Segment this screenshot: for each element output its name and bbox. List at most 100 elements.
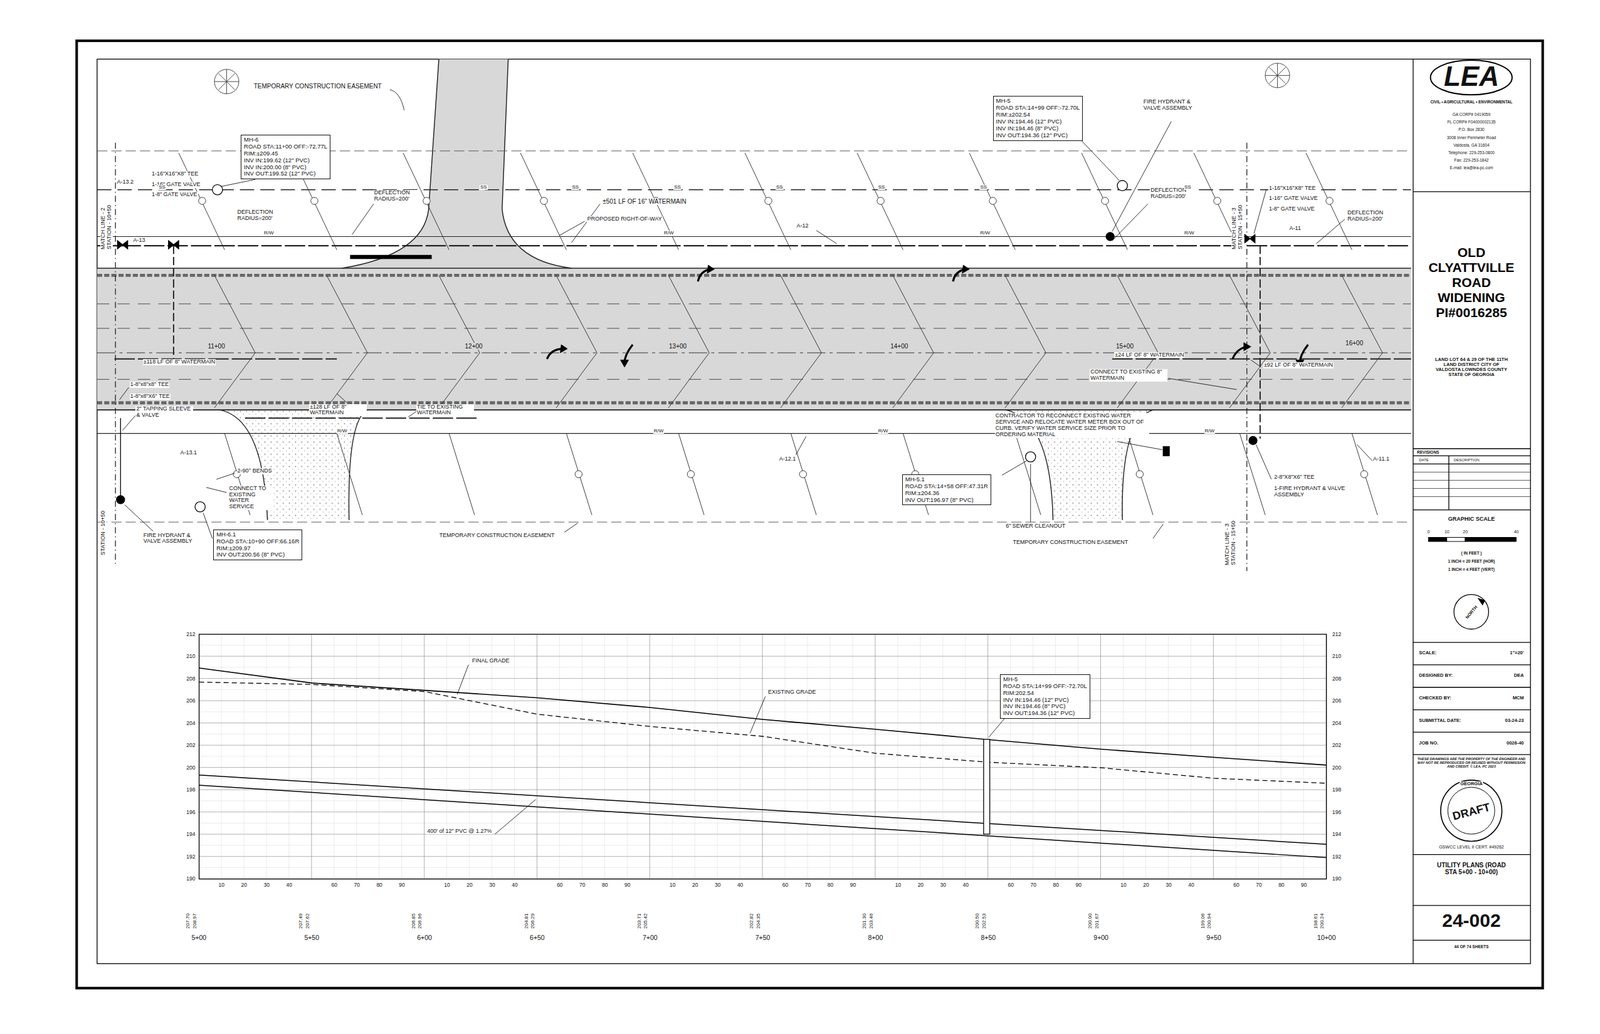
callout-text: ROAD STA:14+99 OFF:-72.70L [1003, 683, 1088, 691]
annotation-label: TIE TO EXISTING WATERMAIN [416, 404, 474, 417]
annotation-label: TEMPORARY CONSTRUCTION EASEMENT [1012, 539, 1130, 547]
annotation-label: 70 [1029, 882, 1037, 889]
scale-bar [1428, 537, 1447, 543]
utility-symbols [116, 180, 1258, 513]
road-linework [1246, 142, 1248, 572]
annotation-label: R/W [263, 230, 275, 237]
annotation-label: 194 [185, 831, 196, 838]
annotation-label: 206.29 [530, 912, 537, 930]
title-block-lines [1413, 664, 1531, 666]
annotation-label: 0026-40 [1505, 741, 1525, 747]
utility-symbols [168, 240, 179, 249]
annotation-label: 30 [488, 882, 496, 889]
annotation-label: 1-8"x8"X6" TEE [129, 393, 171, 400]
annotation-label: 207.49 [298, 912, 305, 930]
road-linework [97, 236, 1412, 237]
annotation-label: FIRE HYDRANT & VALVE ASSEMBLY [142, 532, 206, 546]
profile-lines [457, 665, 469, 695]
utility-symbols [194, 502, 206, 513]
section-lines [1213, 197, 1221, 205]
utility-symbols [1248, 436, 1258, 445]
annotation-label: 202.53 [981, 912, 988, 930]
callout-box: MH-6.1ROAD STA:10+90 OFF:66.16RRIM:±209.… [213, 529, 303, 562]
utility-symbols [1117, 180, 1128, 191]
callout-text: INV OUT:194.36 (12" PVC) [1003, 710, 1088, 718]
logo-swoosh [1430, 60, 1513, 95]
annotation-label: SCALE: [1418, 650, 1437, 656]
annotation-label: CIVIL • AGRICULTURAL • ENVIRONMENTAL [1429, 100, 1513, 105]
annotation-label: TEMPORARY CONSTRUCTION EASEMENT [253, 82, 383, 90]
annotation-label: 202 [185, 742, 196, 749]
section-lines [1326, 197, 1333, 205]
annotation-label: 200.94 [1206, 912, 1213, 930]
road-linework [97, 379, 1412, 380]
annotation-label: 60 [556, 882, 564, 889]
annotation-label: 16+00 [1344, 339, 1364, 347]
annotation-label: R/W [653, 428, 665, 435]
annotation-label: DATE [1418, 458, 1430, 463]
annotation-label: 196 [185, 810, 196, 816]
leader-lines [119, 89, 1373, 539]
utility-symbols [212, 184, 223, 195]
callout-text: RIM:±209.97 [216, 545, 300, 553]
title-block-lines [1413, 642, 1531, 643]
annotation-label: 9+00 [1092, 934, 1110, 943]
annotation-label: ( IN FEET ) [1460, 551, 1483, 556]
annotation-label: FIRE HYDRANT & VALVE ASSEMBLY [1142, 99, 1201, 112]
annotation-label: DEFLECTION RADIUS=200' [1346, 210, 1394, 223]
annotation-label: 207.70 [185, 912, 192, 930]
leader-lines [1250, 359, 1261, 367]
leader-lines [1152, 524, 1164, 539]
annotation-label: 70 [578, 882, 586, 889]
section-lines [989, 197, 997, 205]
annotation-label: R/W [877, 428, 890, 435]
annotation-label: A-12.1 [778, 456, 797, 463]
leader-lines [816, 230, 837, 244]
annotation-label: 206.96 [417, 912, 424, 930]
title-block-lines [1413, 191, 1531, 941]
callout-box: MH-6ROAD STA:11+00 OFF:-72.77LRIM:±209.4… [240, 134, 331, 180]
title-block-lines [1413, 709, 1531, 711]
annotation-label: R/W [1204, 428, 1216, 435]
engineer-seal [1440, 780, 1503, 843]
annotation-label: 10 [1119, 882, 1127, 889]
callout-text: INV IN:194.46 (8" PVC) [996, 125, 1081, 133]
leader-lines [124, 504, 154, 532]
annotation-label: EXISTING GRADE [767, 689, 817, 696]
section-lines [178, 152, 1383, 516]
annotation-label: 199.06 [1200, 912, 1207, 930]
annotation-label: 80 [826, 882, 834, 889]
profile-lines [983, 739, 990, 835]
callout-text: RIM:202.54 [1003, 690, 1088, 698]
annotation-label: 10 [894, 882, 902, 889]
annotation-label: REVISIONS [1416, 450, 1440, 455]
annotation-label: 204 [1331, 721, 1342, 727]
annotation-label: 1-16" GATE VALVE [1268, 195, 1319, 202]
annotation-label: SS [157, 184, 167, 191]
section-lines [198, 197, 206, 205]
title-block-lines [1413, 455, 1531, 457]
utility-symbols [1025, 452, 1036, 463]
annotation-label: 70 [1255, 882, 1263, 889]
annotation-label: 10+00 [1316, 934, 1337, 943]
annotation-label: 6+00 [416, 934, 433, 943]
leader-lines [1030, 463, 1031, 523]
annotation-label: 1 INCH = 20 FEET (HOR) [1447, 559, 1496, 564]
callout-text: ROAD STA:11+00 OFF:-72.77L [243, 143, 328, 151]
annotation-label: 210 [185, 653, 196, 660]
annotation-label: Valdosta, GA 31604 [1452, 142, 1490, 148]
leader-lines [352, 203, 374, 235]
lane-arrows [1243, 342, 1251, 352]
annotation-label: 60 [1232, 882, 1240, 889]
annotation-label: 190 [1331, 876, 1342, 883]
annotation-label: 198 [1331, 787, 1342, 794]
annotation-label: 210 [1331, 653, 1342, 660]
profile-lines [988, 718, 1006, 738]
annotation-label: 200.24 [1319, 912, 1326, 930]
annotation-label: FL CORP# F04000002135 [1446, 119, 1496, 125]
annotation-label: 208.97 [192, 912, 199, 930]
annotation-label: LEA [1443, 61, 1500, 92]
annotation-label: A-11.1 [1372, 456, 1390, 463]
north-arrow [1453, 594, 1489, 630]
